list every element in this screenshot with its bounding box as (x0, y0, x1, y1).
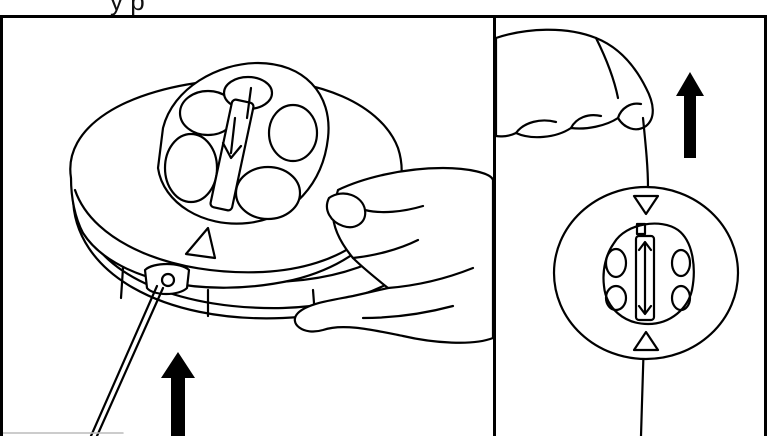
panel-spool-insert-line (0, 15, 496, 436)
hand (496, 30, 653, 137)
up-arrow-icon (676, 72, 704, 158)
cut-off-caption: y p (110, 0, 145, 14)
spool-insert-drawing (3, 18, 493, 436)
spool-pull-drawing (496, 18, 764, 436)
up-arrow-icon (161, 352, 195, 436)
spool-hub (603, 224, 693, 324)
trimmer-line (643, 118, 648, 188)
panel-pull-line (496, 15, 767, 436)
eyelet (145, 264, 189, 294)
trimmer-line (97, 288, 163, 436)
